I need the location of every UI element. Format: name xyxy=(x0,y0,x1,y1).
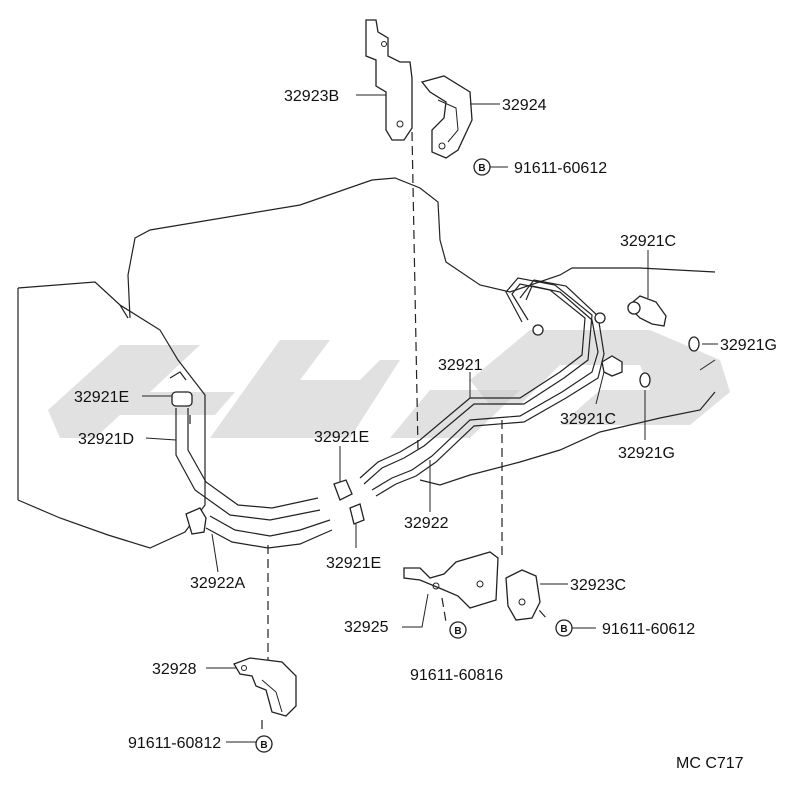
clamp-32924 xyxy=(420,75,473,159)
label-32928: 32928 xyxy=(152,661,197,678)
bracket-32925 xyxy=(403,551,499,609)
fitting-32921C-top xyxy=(627,295,667,327)
label-91611-60816: 91611-60816 xyxy=(410,667,503,684)
svg-text:B: B xyxy=(560,624,567,635)
leader-lines xyxy=(142,94,718,743)
label-32925: 32925 xyxy=(344,619,389,636)
pipe-assembly-32921-32922 xyxy=(359,277,606,497)
label-32922: 32922 xyxy=(404,515,449,532)
oring-32921G xyxy=(639,336,700,388)
bracket-32923B xyxy=(365,19,413,141)
label-32921E-lower: 32921E xyxy=(326,555,381,572)
label-91611-60812: 91611-60812 xyxy=(128,735,221,752)
label-32921E-left: 32921E xyxy=(74,389,129,406)
watermark-logo xyxy=(48,330,730,438)
svg-text:B: B xyxy=(260,740,267,751)
svg-text:B: B xyxy=(454,626,461,637)
bolt-marker-right: B xyxy=(555,619,596,637)
label-32922A: 32922A xyxy=(190,575,245,592)
bolt-marker-center: B xyxy=(449,621,467,639)
bolt-marker-bottom: B xyxy=(255,735,273,753)
svg-text:B: B xyxy=(478,163,485,174)
label-32921C-top: 32921C xyxy=(620,233,676,250)
label-32921G-mid: 32921G xyxy=(618,445,675,462)
engine-block-outline xyxy=(17,177,716,549)
label-32921E-center: 32921E xyxy=(314,429,369,446)
label-91611-60612-top: 91611-60612 xyxy=(514,160,607,177)
label-32923C: 32923C xyxy=(570,577,626,594)
label-32921: 32921 xyxy=(438,357,483,374)
footer-code: MC C717 xyxy=(676,755,744,772)
clamp-32923C xyxy=(505,569,541,621)
label-32921D: 32921D xyxy=(78,431,134,448)
hose-32921D-32922A xyxy=(169,371,365,549)
label-32921C-mid: 32921C xyxy=(560,411,616,428)
label-32921G-right: 32921G xyxy=(720,337,777,354)
label-91611-60612-right: 91611-60612 xyxy=(602,621,695,638)
bolt-marker-top: B xyxy=(473,158,508,176)
label-32924: 32924 xyxy=(502,97,547,114)
bracket-32928 xyxy=(233,657,297,717)
label-32923B: 32923B xyxy=(284,88,339,105)
